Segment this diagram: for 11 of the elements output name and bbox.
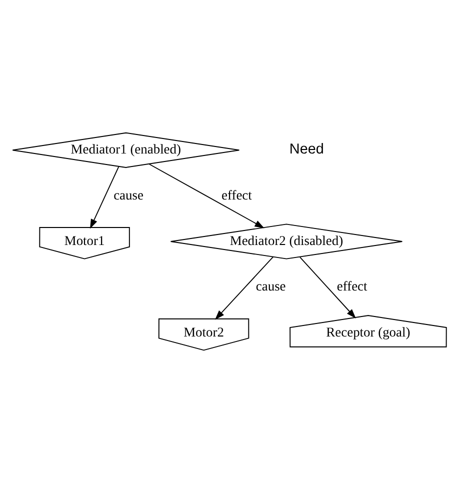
arrow <box>300 256 356 318</box>
node-diamond: Mediator2 (disabled) <box>170 223 403 259</box>
node-diamond: Mediator1 (enabled) <box>12 132 240 168</box>
edge-label: cause <box>114 186 144 202</box>
edge-label: effect <box>336 278 368 294</box>
edge-label: effect <box>222 186 252 202</box>
arrow <box>214 256 274 320</box>
edge-label: cause <box>256 278 286 294</box>
arrow <box>90 166 120 228</box>
label: Need <box>289 141 324 158</box>
arrow <box>148 163 264 228</box>
